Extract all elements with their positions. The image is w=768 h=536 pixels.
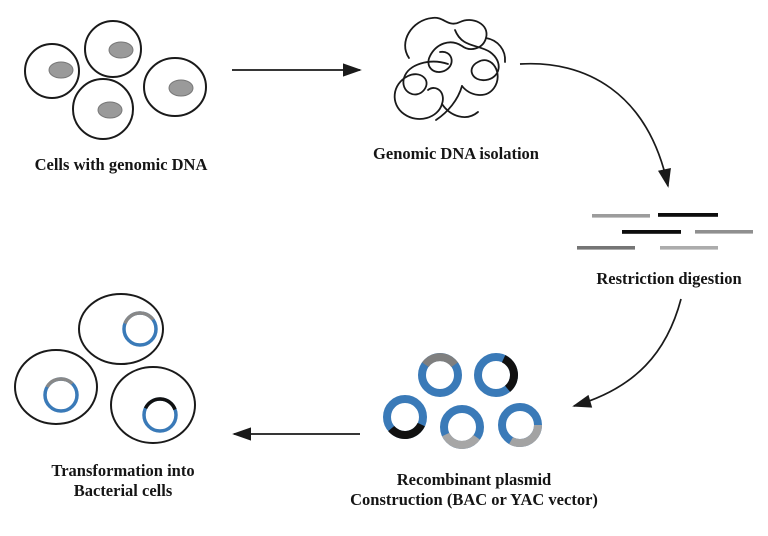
transformed-plasmid-segments	[45, 311, 177, 411]
cell-nuclei-group	[48, 41, 194, 119]
dna-fragment	[592, 214, 650, 218]
label-transformation: Transformation into Bacterial cells	[51, 461, 194, 501]
transformed-plasmid-segment	[143, 397, 177, 411]
arrow-isolation-to-digestion	[519, 62, 671, 188]
plasmid-insert-segment	[442, 432, 480, 449]
label-isolation: Genomic DNA isolation	[373, 144, 539, 163]
plasmid-insert-segment	[422, 353, 458, 368]
genomic-dna-tangle	[393, 16, 506, 121]
dna-fragment	[695, 230, 753, 234]
label-plasmid-line1: Recombinant plasmid	[396, 470, 552, 489]
cell-nucleus	[48, 61, 74, 79]
cell-outline	[84, 20, 142, 78]
dna-fragments-group	[577, 213, 753, 250]
arrow-digestion-to-plasmid	[572, 298, 682, 408]
plasmid-insert-segments	[388, 353, 542, 449]
cell-nucleus	[168, 79, 194, 97]
cell-nucleus	[108, 41, 134, 59]
transformed-plasmid-segment	[45, 377, 74, 388]
transformed-plasmid-rings	[43, 311, 178, 433]
dna-fragment	[577, 246, 635, 250]
label-transformation-line2: Bacterial cells	[73, 481, 173, 500]
bacterial-cell-outline	[110, 366, 196, 444]
label-digestion: Restriction digestion	[596, 269, 742, 288]
cell-outline	[72, 78, 134, 140]
label-plasmid-line2: Construction (BAC or YAC vector)	[350, 490, 598, 509]
cell-outline	[24, 43, 80, 99]
label-plasmid: Recombinant plasmid Construction (BAC or…	[350, 470, 598, 510]
cell-outline	[143, 57, 207, 117]
label-transformation-line1: Transformation into	[51, 461, 195, 480]
plasmid-insert-segment	[388, 422, 425, 439]
bacterial-cell-outline	[14, 349, 98, 425]
source-cells-group	[24, 20, 207, 140]
bacterial-cell-outline	[78, 293, 164, 365]
label-cells: Cells with genomic DNA	[34, 155, 208, 174]
dna-fragment	[622, 230, 681, 234]
plasmid-insert-segment	[501, 355, 518, 392]
bacterial-cells-group	[14, 293, 196, 444]
dna-fragment	[660, 246, 718, 250]
plasmid-insert-segment	[509, 424, 542, 447]
cell-nucleus	[97, 101, 123, 119]
dna-fragment	[658, 213, 718, 217]
transformed-plasmid-segment	[123, 311, 155, 325]
